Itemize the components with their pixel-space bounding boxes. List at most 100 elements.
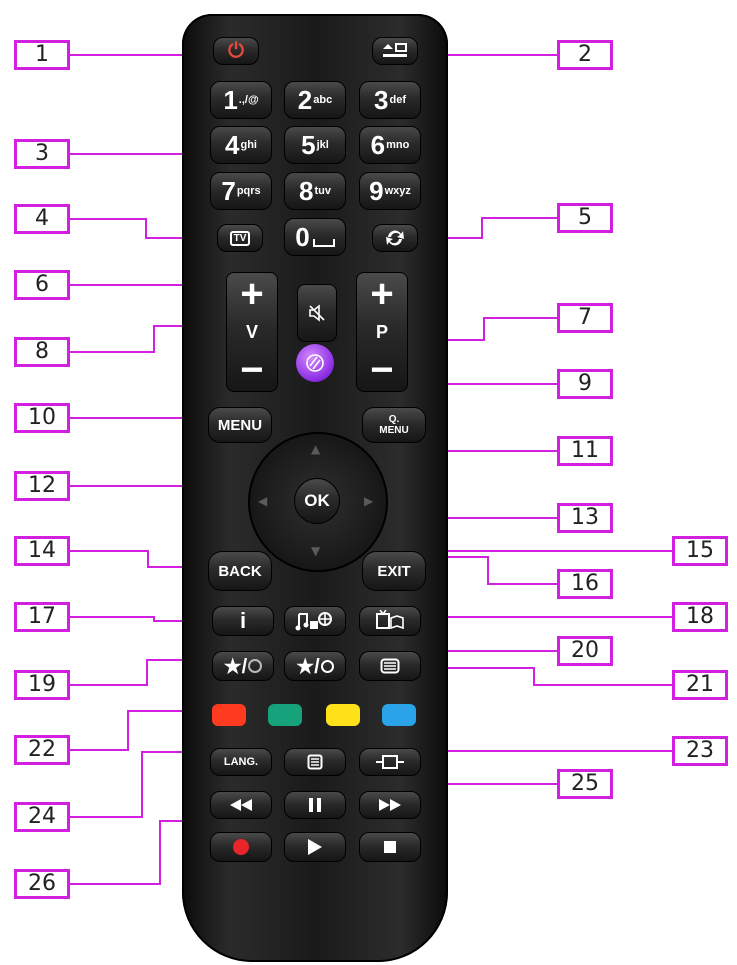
callout-14: 14 [14,536,70,566]
callout-6: 6 [14,270,70,300]
stop-button[interactable] [359,832,421,862]
tv-button[interactable]: TV [217,224,263,252]
blue-key[interactable] [382,704,416,726]
callout-2: 2 [557,40,613,70]
key-1[interactable]: 1.,/@ [210,81,272,119]
callout-23: 23 [672,736,728,766]
back-button[interactable]: BACK [208,551,272,591]
quick-menu-button[interactable]: Q. MENU [362,407,426,443]
pause-button[interactable] [284,791,346,819]
right-arrow-icon: ▶ [364,494,374,508]
callout-15: 15 [672,536,728,566]
power-icon: ⏻ [228,39,244,62]
callout-26: 26 [14,869,70,899]
green-key[interactable] [268,704,302,726]
media-browser-button[interactable] [284,606,346,636]
callout-11: 11 [557,436,613,466]
callout-25: 25 [557,769,613,799]
source-button[interactable] [372,37,418,65]
guide-button[interactable] [359,606,421,636]
media-browser-icon [295,612,332,631]
pause-icon [309,798,321,812]
fast-forward-button[interactable] [359,791,421,819]
program-rocker[interactable]: + P − [356,272,408,392]
callout-7: 7 [557,303,613,333]
callout-17: 17 [14,602,70,632]
yellow-key[interactable] [326,704,360,726]
menu-button[interactable]: MENU [208,407,272,443]
power-button[interactable]: ⏻ [213,37,259,65]
down-arrow-icon: ▼ [311,544,321,558]
screen-icon [376,755,404,769]
quick-menu-label: MENU [379,425,409,436]
rewind-button[interactable] [210,791,272,819]
callout-9: 9 [557,369,613,399]
leader-16 [424,556,557,585]
program-down-icon: − [370,348,394,392]
ok-button[interactable]: OK [294,478,340,524]
volume-up-icon: + [240,272,264,316]
smart-button[interactable] [296,344,334,382]
callout-16: 16 [557,569,613,599]
up-arrow-icon: ▲ [311,442,321,456]
key-0[interactable]: 0 [284,218,346,256]
play-icon [308,839,322,855]
record-button[interactable] [210,832,272,862]
callout-20: 20 [557,636,613,666]
info-button[interactable]: i [212,606,274,636]
text-button[interactable] [359,651,421,681]
callout-1: 1 [14,40,70,70]
program-label: P [375,321,388,342]
play-button[interactable] [284,832,346,862]
text-icon [380,658,400,674]
stop-icon [384,841,396,853]
search-icon [320,659,334,673]
rewind-icon [230,799,252,811]
callout-8: 8 [14,337,70,367]
favourites-button[interactable]: ★/ [212,651,274,681]
red-key[interactable] [212,704,246,726]
callout-24: 24 [14,802,70,832]
callout-12: 12 [14,471,70,501]
callout-21: 21 [672,670,728,700]
leader-22 [70,710,193,751]
quick-menu-prefix: Q. [388,414,400,425]
leader-7 [412,317,557,341]
leader-21 [410,667,672,686]
callout-13: 13 [557,503,613,533]
source-icon [383,43,407,57]
circle-icon [248,659,263,673]
screen-button[interactable] [359,748,421,776]
space-icon [312,239,335,247]
callout-5: 5 [557,203,613,233]
volume-down-icon: − [240,348,264,392]
leader-24 [70,751,212,818]
language-button[interactable]: LANG. [210,748,272,776]
volume-label: V [245,321,258,342]
guide-icon [376,610,404,630]
callout-4: 4 [14,204,70,234]
volume-rocker[interactable]: + V − [226,272,278,392]
callout-10: 10 [14,403,70,433]
fast-forward-icon [379,799,401,811]
callout-22: 22 [14,735,70,765]
mute-button[interactable] [297,284,337,342]
leader-5 [423,217,557,239]
callout-3: 3 [14,139,70,169]
swap-button[interactable] [372,224,418,252]
record-icon [233,839,249,855]
subtitle-icon [307,754,323,770]
exit-button[interactable]: EXIT [362,551,426,591]
subtitle-button[interactable] [284,748,346,776]
search-button[interactable]: ★/ [284,651,346,681]
callout-19: 19 [14,670,70,700]
